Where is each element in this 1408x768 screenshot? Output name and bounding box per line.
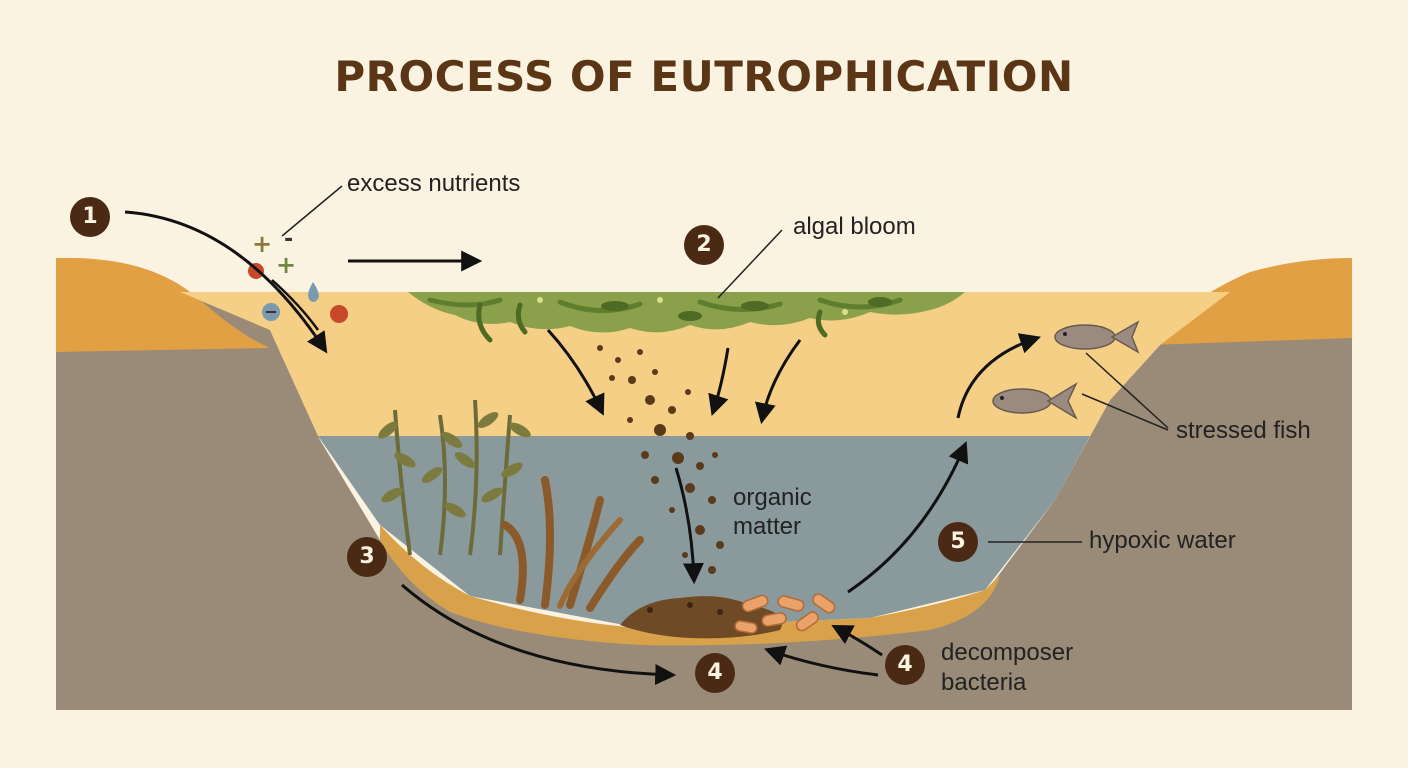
diagram-title: PROCESS OF EUTROPHICATION [334, 52, 1074, 101]
arrow-die-off-1 [546, 328, 605, 416]
label-decomposer-line1: decomposer [941, 639, 1074, 666]
leader-fish-lower [1081, 393, 1169, 431]
svg-text:+: + [276, 251, 296, 279]
ground [56, 257, 1352, 710]
arrow-die-off-3 [755, 339, 802, 425]
step-badge-4-right: 4 [885, 645, 925, 685]
arrow-bacteria-upper [831, 625, 883, 657]
label-organic-matter-line1: organic [733, 484, 812, 511]
algal-bloom-mat [408, 292, 965, 343]
leader-excess-nutrients [281, 185, 343, 237]
decomposer-bacteria-cluster [734, 593, 836, 634]
step-badge-5: 5 [938, 522, 978, 562]
leader-lines [281, 185, 1169, 543]
arrow-settling [674, 467, 704, 585]
fish-lower [992, 382, 1078, 420]
leader-algal-bloom [717, 229, 783, 299]
label-stressed-fish: stressed fish [1176, 417, 1311, 444]
arrow-runoff [124, 210, 328, 354]
arrow-to-fish [956, 333, 1041, 419]
arrow-sediment [401, 583, 677, 686]
label-algal-bloom: algal bloom [793, 213, 916, 240]
right-bank-topsoil [1148, 258, 1352, 345]
step-badge-3: 3 [347, 537, 387, 577]
nutrient-symbols: + - + [248, 227, 348, 323]
step-badge-2: 2 [684, 225, 724, 265]
fish-upper [1054, 320, 1140, 354]
label-decomposer-line2: bacteria [941, 669, 1027, 696]
leader-fish-upper [1085, 352, 1169, 429]
aquatic-plants [378, 399, 644, 612]
organic-particles [597, 345, 724, 574]
label-hypoxic-water: hypoxic water [1089, 527, 1236, 554]
sediment-layer [380, 525, 1000, 646]
arrow-die-off-2 [708, 347, 730, 416]
svg-text:+: + [252, 230, 272, 258]
flow-arrows [124, 210, 1041, 686]
label-excess-nutrients: excess nutrients [347, 170, 521, 197]
label-organic-matter-line2: matter [733, 513, 802, 540]
step-badge-4-center: 4 [695, 653, 735, 693]
arrow-nutrients-in [271, 279, 320, 331]
arrow-oxygen-depletion [847, 441, 969, 594]
surface-water [180, 292, 1230, 436]
step-badge-1: 1 [70, 197, 110, 237]
svg-text:-: - [284, 227, 293, 252]
arrow-bacteria-lower [764, 645, 879, 677]
left-bank-topsoil [56, 257, 270, 352]
